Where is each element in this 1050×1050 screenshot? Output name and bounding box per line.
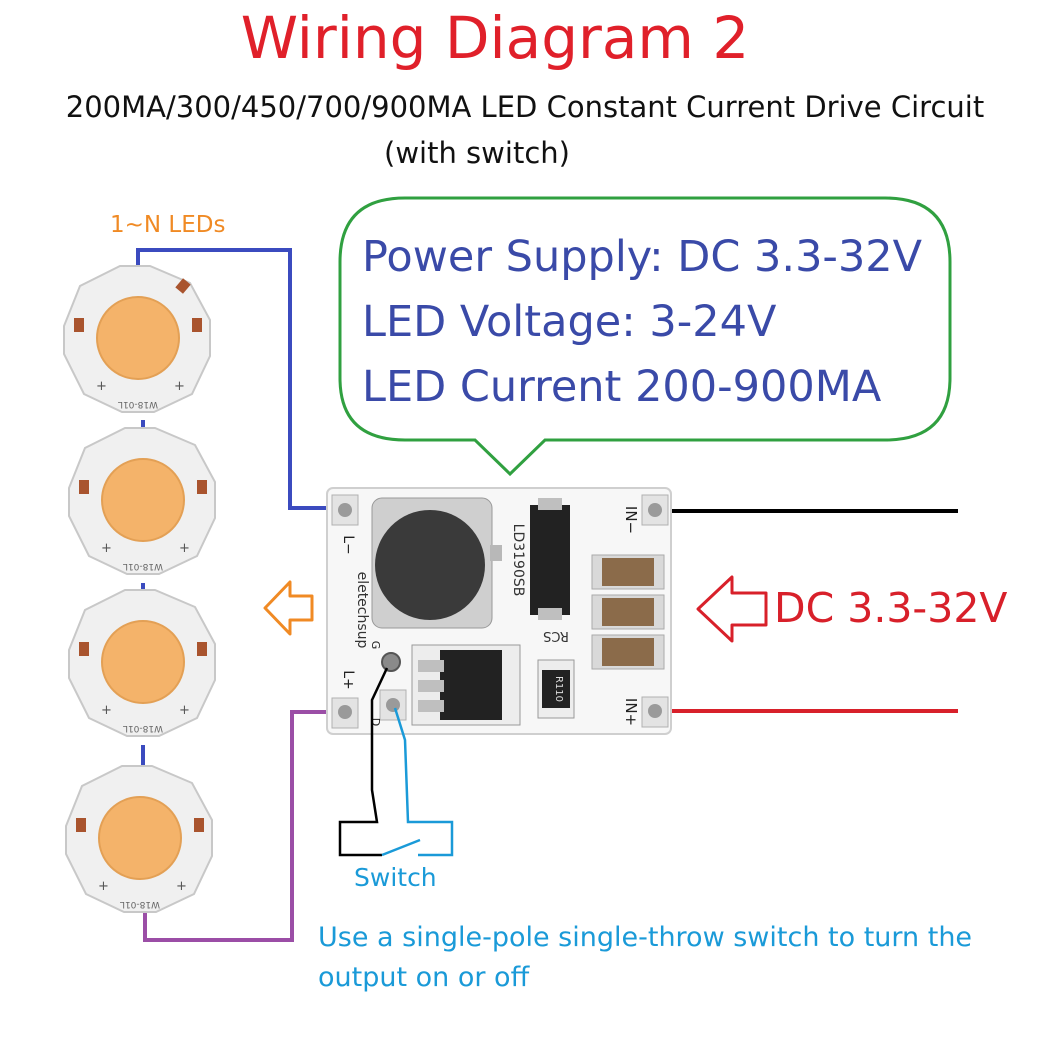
driver-board: LD3190SB eletechsup R110 RCS L− L+ IN− I…	[326, 487, 672, 735]
subtitle-line-1: 200MA/300/450/700/900MA LED Constant Cur…	[65, 90, 985, 124]
led-module: + + W18-01L	[68, 427, 216, 575]
spec-power-supply: Power Supply: DC 3.3-32V	[362, 232, 923, 282]
pin-out-minus-label: L−	[340, 535, 356, 555]
led-return-wire	[143, 710, 345, 942]
board-brand: eletechsup	[354, 572, 370, 649]
spec-bubble	[338, 196, 952, 477]
svg-text:+: +	[96, 379, 107, 394]
svg-text:+: +	[176, 879, 187, 894]
subtitle-line-2: (with switch)	[384, 136, 570, 170]
page-title: Wiring Diagram 2	[240, 4, 750, 72]
pin-in-minus-label: IN−	[622, 506, 640, 534]
pin-d-label: D	[369, 718, 382, 726]
svg-text:+: +	[101, 703, 112, 718]
input-arrow-icon	[696, 575, 768, 643]
led-marking: W18-01L	[123, 723, 163, 733]
rcs-label: RCS	[543, 628, 569, 643]
svg-text:+: +	[101, 541, 112, 556]
led-marking: W18-01L	[120, 899, 160, 909]
svg-text:+: +	[179, 703, 190, 718]
svg-text:+: +	[98, 879, 109, 894]
svg-text:+: +	[179, 541, 190, 556]
switch-wire-d	[393, 707, 454, 857]
led-module: + + W18-01L	[68, 589, 216, 737]
switch-label: Switch	[354, 863, 437, 892]
pin-g-label: G	[369, 641, 382, 650]
spec-led-current: LED Current 200-900MA	[362, 362, 882, 412]
switch-blade	[381, 838, 421, 857]
led-module: + + W18-01L	[63, 265, 211, 413]
output-arrow-icon	[263, 580, 314, 636]
led-module: + + W18-01L	[65, 765, 213, 913]
switch-note: Use a single-pole single-throw switch to…	[318, 922, 973, 993]
leds-label: 1~N LEDs	[110, 212, 226, 238]
led-marking: W18-01L	[123, 561, 163, 571]
input-voltage-label: DC 3.3-32V	[774, 584, 1008, 632]
spec-led-voltage: LED Voltage: 3-24V	[362, 297, 777, 347]
chip-label: LD3190SB	[510, 524, 526, 597]
led-marking: W18-01L	[118, 399, 158, 409]
svg-text:+: +	[174, 379, 185, 394]
resistor-code: R110	[553, 676, 564, 702]
switch-wire-g	[338, 667, 389, 857]
pin-in-plus-label: IN+	[622, 698, 640, 726]
pin-out-plus-label: L+	[340, 670, 356, 690]
